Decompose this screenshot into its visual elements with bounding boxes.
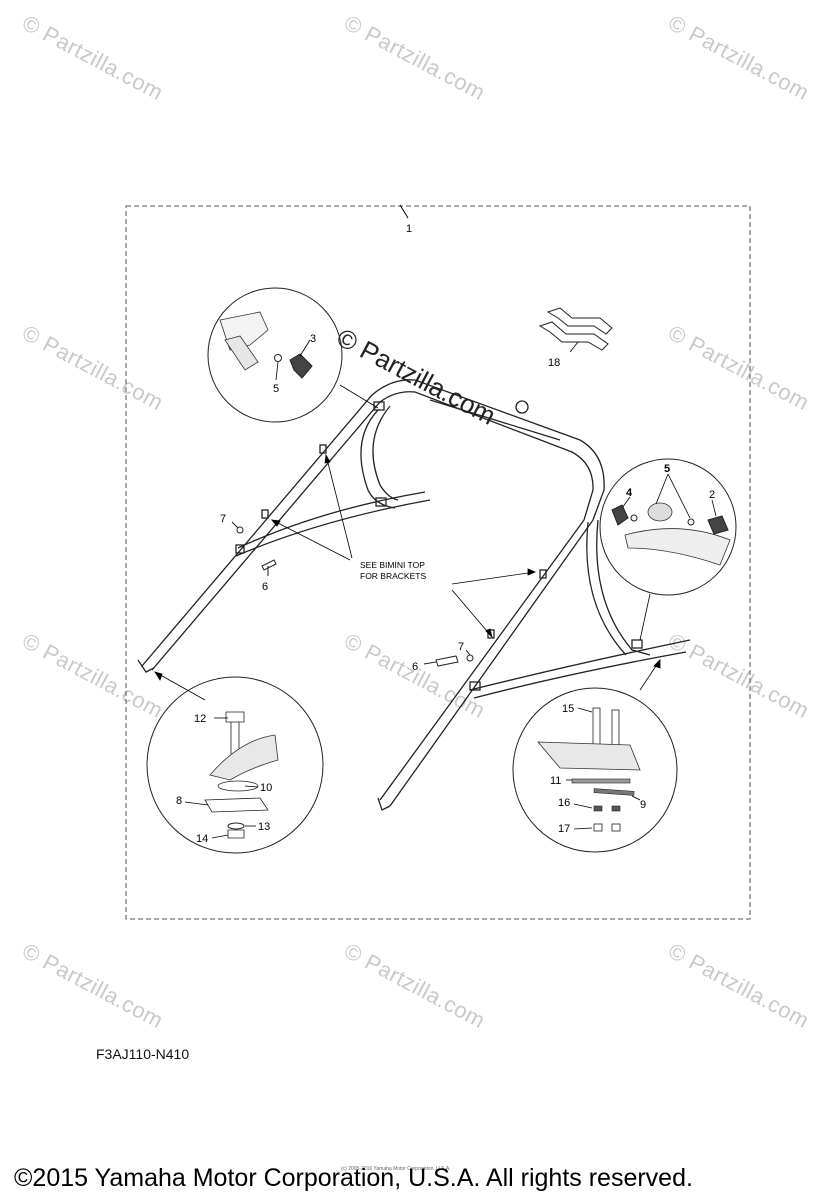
bracket-note-line2: FOR BRACKETS xyxy=(360,571,426,581)
callout-7: 7 xyxy=(220,513,226,525)
assembly-boundary xyxy=(125,205,751,920)
bracket-note-line1: SEE BIMINI TOP xyxy=(360,560,425,570)
note-leaders xyxy=(154,453,661,681)
callout-15: 15 xyxy=(562,703,574,715)
copyright-notice: ©2015 Yamaha Motor Corporation, U.S.A. A… xyxy=(14,1164,693,1192)
callout-6: 6 xyxy=(412,661,418,673)
detail-circle-leg-mount-left xyxy=(146,671,324,854)
callout-10: 10 xyxy=(260,782,272,794)
tiny-notice: (c) 2005-2016 Yamaha Motor Corporation, … xyxy=(341,1166,451,1172)
callout-4: 4 xyxy=(626,487,633,499)
callout-6: 6 xyxy=(262,581,268,593)
callout-12: 12 xyxy=(194,713,206,725)
tower-frame xyxy=(137,379,691,811)
callout-8: 8 xyxy=(176,795,182,807)
callout-17: 17 xyxy=(558,823,570,835)
callout-14: 14 xyxy=(196,833,208,845)
callout-2: 2 xyxy=(709,489,715,501)
callout-11: 11 xyxy=(550,775,561,787)
detail-circle-leg-mount-right xyxy=(512,659,678,853)
callout-1: 1 xyxy=(406,223,412,235)
callout-5: 5 xyxy=(664,463,670,475)
callout-18: 18 xyxy=(548,357,560,369)
callout-9: 9 xyxy=(640,799,646,811)
callout-3: 3 xyxy=(310,333,316,345)
diagram-code: F3AJ110-N410 xyxy=(96,1046,190,1062)
detail-circle-knob-right xyxy=(599,458,737,641)
callout-16: 16 xyxy=(558,797,570,809)
callout-7: 7 xyxy=(458,641,464,653)
callout-5: 5 xyxy=(273,383,279,395)
frame-fasteners xyxy=(231,521,474,667)
callout-13: 13 xyxy=(258,821,270,833)
bracket-pair xyxy=(538,307,613,353)
detail-circle-knob-left xyxy=(207,287,379,423)
